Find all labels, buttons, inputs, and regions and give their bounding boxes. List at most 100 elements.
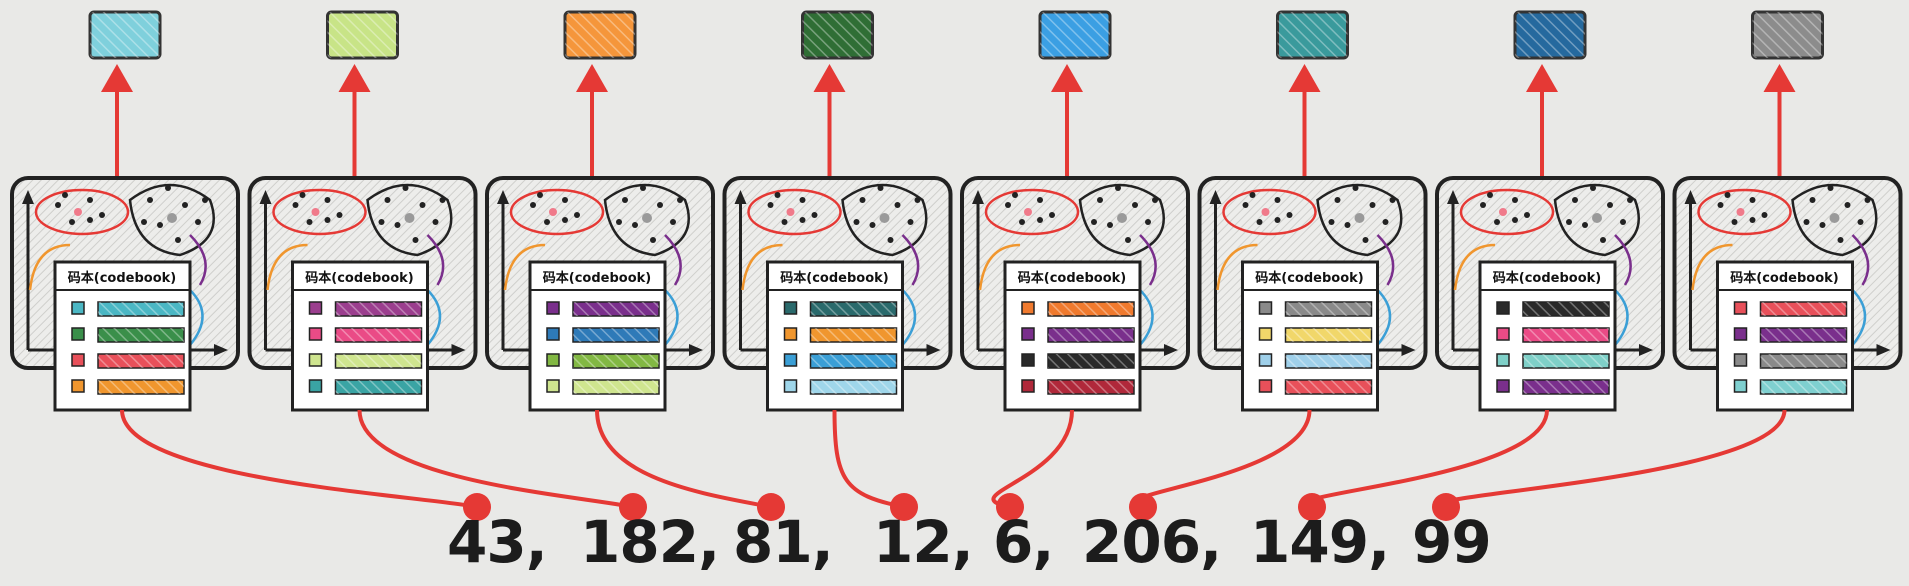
- code-separator: ,: [1032, 508, 1054, 576]
- codebook-entry: [1496, 327, 1610, 343]
- index-dot: [1129, 493, 1157, 521]
- codebook-card: 码本(codebook): [53, 260, 192, 412]
- code-sequence: 43,182,81,12,6,206,149,99: [0, 510, 1909, 580]
- output-token-square: [1513, 10, 1587, 60]
- codebook-entry: [308, 301, 423, 317]
- codebook-entry: [71, 353, 185, 369]
- code-value: 81: [733, 508, 813, 576]
- index-dot: [996, 493, 1024, 521]
- codebook-entry: [1733, 327, 1848, 343]
- codebook-card: 码本(codebook): [291, 260, 429, 412]
- codebook-label: 码本(codebook): [543, 270, 651, 286]
- code-index: 6,: [993, 508, 1054, 576]
- codebook-entry: [1496, 301, 1610, 317]
- codebook-entry: [1258, 379, 1373, 395]
- index-dot: [1432, 493, 1460, 521]
- index-dot: [1298, 493, 1326, 521]
- codebook-entry: [1733, 379, 1848, 395]
- codebook-entry: [546, 327, 660, 343]
- codebook-entry: [308, 353, 423, 369]
- output-token-square: [326, 10, 399, 60]
- encoder-unit: 码本(codebook): [247, 10, 478, 412]
- codebook-card: 码本(codebook): [1003, 260, 1142, 412]
- code-index: 12,: [873, 508, 974, 576]
- code-separator: ,: [951, 508, 974, 576]
- code-separator: ,: [811, 508, 834, 576]
- codebook-entry: [1496, 379, 1610, 395]
- codebook-entry: [783, 327, 898, 343]
- index-connector: [357, 409, 634, 509]
- code-value: 149: [1250, 508, 1369, 576]
- encoder-unit: 码本(codebook): [960, 10, 1190, 412]
- codebook-entry: [1021, 353, 1135, 369]
- codebook-entry: [1021, 301, 1135, 317]
- codebook-entry: [71, 327, 185, 343]
- codebook-entry: [308, 327, 423, 343]
- codebook-entry: [783, 379, 898, 395]
- output-token-square: [563, 10, 637, 60]
- code-separator: ,: [698, 508, 720, 576]
- code-value: 99: [1412, 508, 1492, 576]
- code-separator: ,: [525, 508, 548, 576]
- index-connector: [595, 409, 772, 509]
- code-index: 149,: [1250, 508, 1390, 576]
- index-connector: [1130, 409, 1312, 509]
- code-separator: ,: [1200, 508, 1222, 576]
- codebook-entry: [546, 353, 660, 369]
- codebook-label: 码本(codebook): [1493, 270, 1601, 286]
- code-index: 81,: [733, 508, 834, 576]
- code-index: 43,: [447, 508, 548, 576]
- index-dot: [619, 493, 647, 521]
- code-index: 182,: [580, 508, 720, 576]
- codebook-entry: [783, 353, 898, 369]
- codebook-label: 码本(codebook): [305, 270, 413, 286]
- index-dot: [757, 493, 785, 521]
- code-value: 206: [1082, 508, 1201, 576]
- codebook-entry: [1021, 327, 1135, 343]
- index-connector: [991, 409, 1074, 509]
- code-value: 6: [993, 508, 1033, 576]
- encoder-unit: 码本(codebook): [722, 10, 953, 412]
- codebook-entry: [308, 379, 423, 395]
- codebook-entry: [783, 301, 898, 317]
- codebook-entry: [1258, 301, 1373, 317]
- codebook-entry: [71, 379, 185, 395]
- codebook-card: 码本(codebook): [1241, 260, 1379, 412]
- code-value: 182: [580, 508, 699, 576]
- codebook-card: 码本(codebook): [766, 260, 904, 412]
- codebook-entry: [546, 379, 660, 395]
- index-dot: [463, 493, 491, 521]
- codebook-entry: [1258, 327, 1373, 343]
- code-value: 43: [447, 508, 527, 576]
- index-dot: [890, 493, 918, 521]
- codebook-entry: [1733, 353, 1848, 369]
- encoder-unit: 码本(codebook): [10, 10, 240, 412]
- codebook-card: 码本(codebook): [1716, 260, 1854, 412]
- codebook-entry: [546, 301, 660, 317]
- codebook-entry: [1021, 379, 1135, 395]
- index-connector: [832, 409, 905, 509]
- encoder-unit: 码本(codebook): [1197, 10, 1428, 412]
- code-separator: ,: [1368, 508, 1390, 576]
- codebook-entry: [1733, 301, 1848, 317]
- codebook-entry: [71, 301, 185, 317]
- output-token-square: [801, 10, 874, 60]
- codebook-label: 码本(codebook): [1730, 270, 1838, 286]
- code-index: 99: [1412, 508, 1492, 576]
- codebook-label: 码本(codebook): [1018, 270, 1126, 286]
- codebook-card: 码本(codebook): [1478, 260, 1617, 412]
- encoder-unit: 码本(codebook): [1672, 10, 1903, 412]
- output-token-square: [1751, 10, 1824, 60]
- output-token-square: [1276, 10, 1349, 60]
- code-index: 206,: [1082, 508, 1222, 576]
- encoder-unit: 码本(codebook): [1435, 10, 1665, 412]
- codebook-label: 码本(codebook): [780, 270, 888, 286]
- code-value: 12: [873, 508, 953, 576]
- codebook-entry: [1258, 353, 1373, 369]
- codebook-label: 码本(codebook): [68, 270, 176, 286]
- encoder-unit: 码本(codebook): [485, 10, 715, 412]
- codebook-entry: [1496, 353, 1610, 369]
- output-token-square: [88, 10, 162, 60]
- index-connector: [120, 409, 478, 509]
